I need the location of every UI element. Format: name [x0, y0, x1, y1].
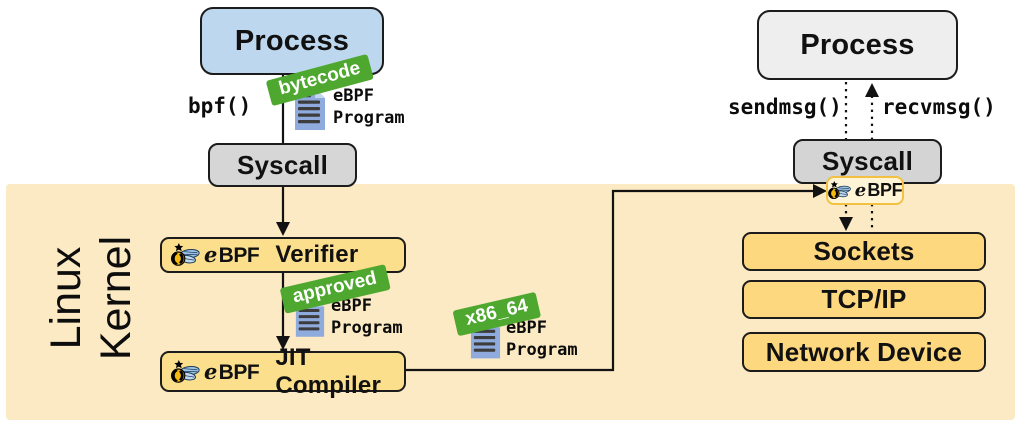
ebpf-logo-text: eBPF [854, 180, 903, 201]
ebpf-logo-jit: eBPF [171, 358, 260, 385]
bpf-call-label: bpf() [188, 94, 252, 118]
jit-compiler-label: JIT Compiler [275, 343, 381, 399]
tcpip-label: TCP/IP [821, 284, 907, 314]
sendmsg-label: sendmsg() [728, 95, 842, 119]
arrowhead-recvmsg-up [865, 83, 879, 97]
syscall-box-right-label: Syscall [821, 146, 914, 176]
program-file-label-bytecode: eBPF Program [333, 86, 405, 128]
network-device-label: Network Device [765, 336, 963, 367]
tcpip-box: TCP/IP [742, 280, 986, 319]
sockets-label: Sockets [813, 236, 915, 266]
network-device-box: Network Device [742, 332, 986, 372]
verifier-label: Verifier [275, 241, 359, 268]
ebpf-logo-badge: eBPF [827, 180, 903, 201]
kernel-label-line2: Kernel [92, 235, 140, 361]
ebpf-bee-icon [171, 243, 201, 267]
ebpf-logo-verifier: eBPF [171, 242, 260, 268]
verifier-box: eBPF Verifier [160, 237, 406, 273]
jit-compiler-box: eBPF JIT Compiler [160, 344, 406, 399]
ebpf-bee-icon [171, 359, 201, 384]
ebpf-logo-text: eBPF [204, 242, 260, 267]
program-file-label-approved: eBPF Program [331, 296, 403, 338]
sockets-box: Sockets [742, 232, 986, 271]
ebpf-bee-icon [827, 181, 852, 200]
process-box-user-label: Process [234, 24, 350, 57]
program-file-label-x86: eBPF Program [506, 318, 578, 360]
recvmsg-label: recvmsg() [882, 95, 996, 119]
syscall-box-left-label: Syscall [236, 149, 329, 180]
ebpf-hook-badge: eBPF [826, 176, 904, 205]
linux-kernel-label: Linux Kernel [42, 236, 142, 360]
syscall-box-left: Syscall [208, 143, 357, 187]
process-box-right: Process [757, 10, 958, 80]
ebpf-logo-text: eBPF [204, 358, 260, 384]
kernel-label-line1: Linux [42, 246, 91, 350]
process-box-right-label: Process [800, 28, 915, 61]
